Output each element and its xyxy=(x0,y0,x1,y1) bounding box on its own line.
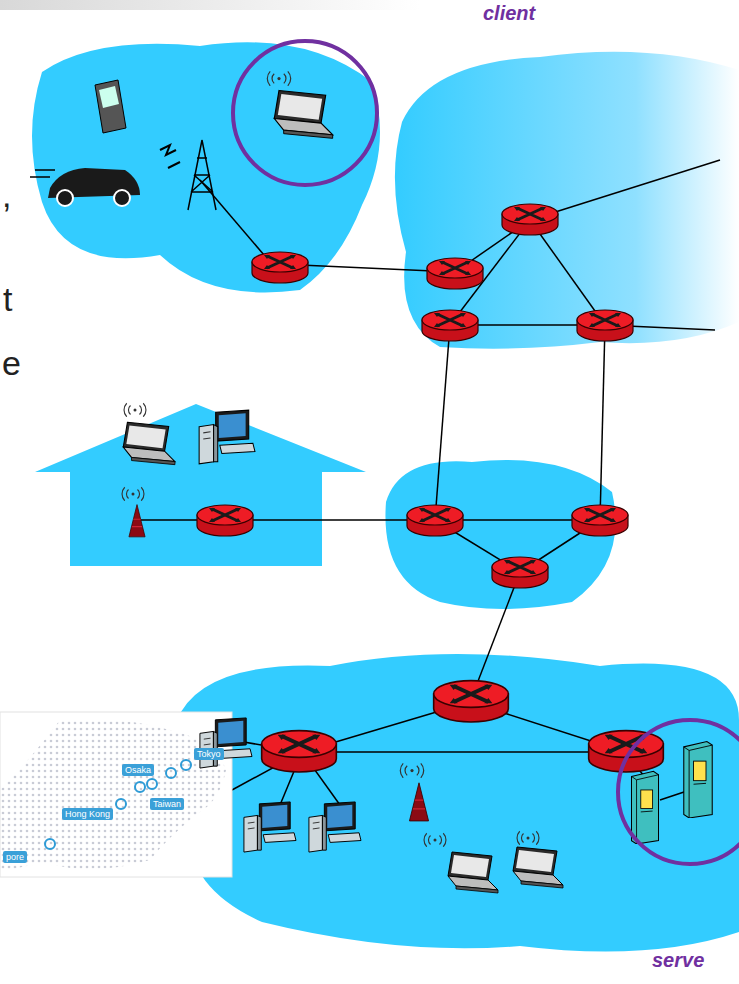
node-label: client xyxy=(483,2,535,25)
server-highlight: serve xyxy=(615,717,739,867)
highlight-circle xyxy=(615,717,739,867)
node-label: serve xyxy=(652,949,704,972)
clipped-slide-text: , xyxy=(2,176,11,215)
clipped-slide-text: e xyxy=(2,344,21,383)
map-city-label: Taiwan xyxy=(150,798,184,810)
map-city-label: Tokyo xyxy=(194,748,224,760)
map-city-label: Osaka xyxy=(122,764,154,776)
highlight-circle xyxy=(230,38,380,188)
map-city-label: Hong Kong xyxy=(62,808,113,820)
client-highlight: client xyxy=(230,38,380,188)
map-city-label: pore xyxy=(3,851,27,863)
clipped-slide-text: t xyxy=(3,280,12,319)
